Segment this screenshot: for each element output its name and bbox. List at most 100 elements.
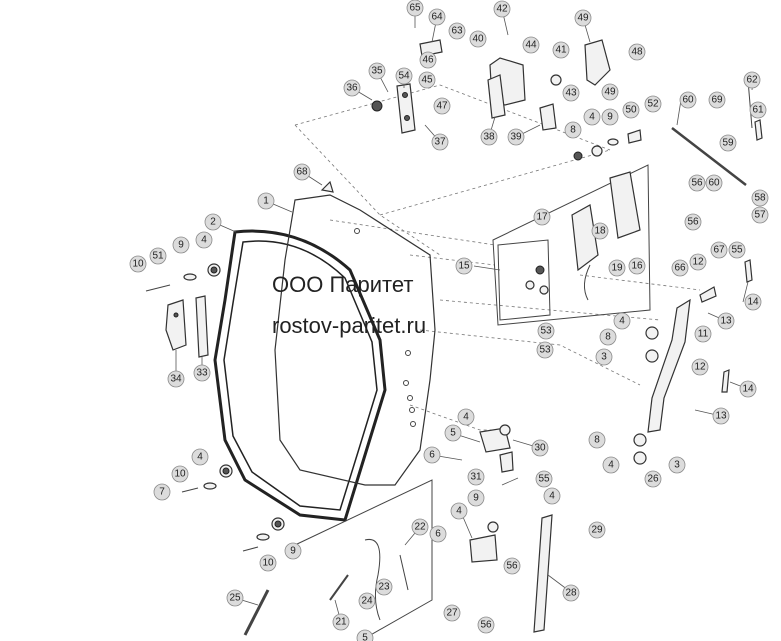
svg-text:33: 33: [196, 368, 208, 379]
callout-65: 65: [406, 0, 424, 17]
svg-text:14: 14: [747, 297, 759, 308]
svg-text:52: 52: [647, 99, 659, 110]
svg-text:64: 64: [431, 12, 443, 23]
callout-39: 39: [507, 128, 525, 146]
callout-63: 63: [448, 22, 466, 40]
callout-69: 69: [708, 91, 726, 109]
svg-text:23: 23: [378, 582, 390, 593]
callout-17: 17: [533, 208, 551, 226]
callout-18: 18: [591, 222, 609, 240]
svg-text:50: 50: [625, 105, 637, 116]
svg-text:11: 11: [698, 329, 709, 340]
callout-53: 53: [537, 322, 555, 340]
callout-8: 8: [564, 121, 582, 139]
callout-58: 58: [751, 189, 769, 207]
callout-6: 6: [423, 446, 441, 464]
callout-35: 35: [368, 62, 386, 80]
svg-text:21: 21: [335, 617, 347, 628]
svg-text:56: 56: [506, 561, 518, 572]
callout-60: 60: [705, 174, 723, 192]
svg-text:62: 62: [746, 75, 758, 86]
callout-10: 10: [129, 255, 147, 273]
callout-12: 12: [691, 358, 709, 376]
callout-49: 49: [601, 83, 619, 101]
top-rod: [671, 79, 763, 186]
callout-22: 22: [411, 518, 429, 536]
callout-41: 41: [552, 41, 570, 59]
callout-55: 55: [728, 241, 746, 259]
callout-10: 10: [171, 465, 189, 483]
callout-40: 40: [469, 30, 487, 48]
svg-text:9: 9: [178, 240, 184, 251]
callout-57: 57: [751, 206, 769, 224]
callout-4: 4: [191, 448, 209, 466]
svg-text:45: 45: [421, 75, 433, 86]
svg-text:55: 55: [538, 474, 550, 485]
svg-text:18: 18: [594, 226, 606, 237]
callout-14: 14: [744, 293, 762, 311]
svg-text:29: 29: [591, 525, 603, 536]
callout-62: 62: [743, 71, 761, 89]
callout-15: 15: [455, 257, 473, 275]
callout-6: 6: [429, 525, 447, 543]
callout-3: 3: [595, 348, 613, 366]
svg-text:69: 69: [711, 95, 723, 106]
svg-text:49: 49: [577, 13, 589, 24]
svg-text:56: 56: [480, 620, 492, 631]
window-seal: [213, 229, 387, 522]
callout-46: 46: [419, 51, 437, 69]
svg-text:14: 14: [742, 384, 754, 395]
callout-14: 14: [739, 380, 757, 398]
svg-text:55: 55: [731, 245, 743, 256]
callout-51: 51: [149, 247, 167, 265]
callout-31: 31: [467, 468, 485, 486]
svg-text:17: 17: [536, 212, 548, 223]
svg-text:42: 42: [496, 4, 508, 15]
callout-67: 67: [710, 241, 728, 259]
svg-text:4: 4: [201, 235, 207, 246]
callout-9: 9: [601, 108, 619, 126]
right-lever: [633, 259, 753, 465]
watermark-site: rostov-paritet.ru: [272, 313, 427, 338]
svg-text:15: 15: [458, 261, 470, 272]
svg-text:13: 13: [720, 316, 732, 327]
svg-text:4: 4: [549, 491, 555, 502]
svg-text:63: 63: [451, 26, 463, 37]
svg-text:22: 22: [414, 522, 426, 533]
svg-text:60: 60: [708, 178, 720, 189]
svg-text:12: 12: [692, 257, 704, 268]
svg-text:61: 61: [752, 105, 764, 116]
callout-7: 7: [153, 483, 171, 501]
leader-lines: [175, 8, 754, 623]
callout-9: 9: [284, 542, 302, 560]
callout-54: 54: [395, 67, 413, 85]
svg-text:19: 19: [611, 263, 623, 274]
callout-11: 11: [694, 325, 712, 343]
svg-text:10: 10: [262, 558, 274, 569]
svg-text:4: 4: [589, 112, 595, 123]
svg-text:1: 1: [263, 196, 269, 207]
svg-text:30: 30: [534, 443, 546, 454]
svg-text:53: 53: [539, 345, 551, 356]
callout-4: 4: [457, 408, 475, 426]
callout-16: 16: [628, 257, 646, 275]
svg-text:56: 56: [691, 178, 703, 189]
callout-13: 13: [717, 312, 735, 330]
callout-1: 1: [257, 192, 275, 210]
svg-text:9: 9: [473, 493, 479, 504]
callout-3: 3: [668, 456, 686, 474]
svg-text:8: 8: [570, 125, 576, 136]
callout-45: 45: [418, 71, 436, 89]
callout-59: 59: [719, 134, 737, 152]
callout-52: 52: [644, 95, 662, 113]
svg-text:68: 68: [296, 167, 308, 178]
svg-text:39: 39: [510, 132, 522, 143]
svg-text:8: 8: [594, 435, 600, 446]
svg-text:24: 24: [361, 596, 373, 607]
callout-25: 25: [226, 589, 244, 607]
svg-text:10: 10: [174, 469, 186, 480]
callout-37: 37: [431, 133, 449, 151]
svg-text:38: 38: [483, 132, 495, 143]
callout-19: 19: [608, 259, 626, 277]
svg-text:48: 48: [631, 47, 643, 58]
